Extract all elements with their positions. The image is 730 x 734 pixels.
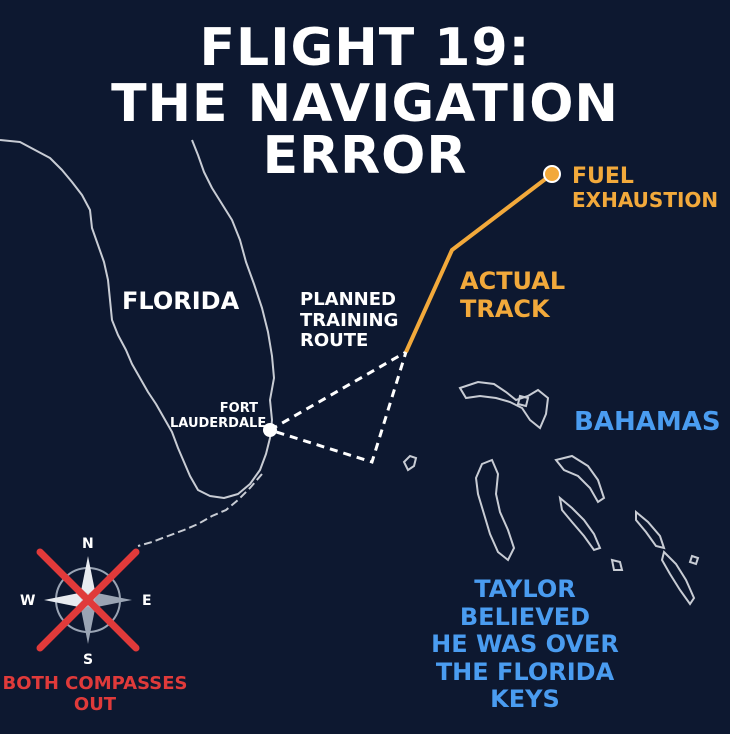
island-cat [635,509,666,550]
taylor-line-1: TAYLOR BELIEVED [459,575,591,631]
island-long [660,550,696,606]
compasses-out-label: BOTH COMPASSES OUT [0,673,190,715]
fort-lauderdale-line-1: FORT [219,401,258,416]
florida-coastline [0,139,275,499]
island-abaco [458,380,550,430]
compass-e: E [142,593,152,609]
island-grand-bahama [402,454,418,472]
actual-track-line [404,172,554,353]
compass-w: W [20,593,36,609]
fuel-line-1: FUEL [572,164,634,189]
compass-s: S [83,652,94,668]
planned-route-label: PLANNED TRAINING ROUTE [300,289,399,352]
planned-route-line [269,348,409,464]
taylor-line-3: THE FLORIDA KEYS [435,657,615,714]
actual-line-2: TRACK [460,294,550,323]
planned-line-2: TRAINING [300,309,399,331]
taylor-belief-label: TAYLOR BELIEVED HE WAS OVER THE FLORIDA … [410,575,640,714]
compass-failure-cross [36,548,140,652]
fort-lauderdale-label: FORT LAUDERDALE [170,401,267,432]
planned-line-1: PLANNED [300,289,396,310]
fort-lauderdale-marker [263,423,277,437]
fuel-exhaustion-marker [543,165,561,183]
island-exuma [558,495,602,552]
title-line-2: THE NAVIGATION ERROR [111,74,619,186]
actual-line-1: ACTUAL [460,267,566,295]
island-andros [474,458,516,562]
compass-n: N [82,536,94,552]
florida-label: FLORIDA [122,287,240,315]
bahamas-label: BAHAMAS [574,407,721,437]
florida-keys [137,473,263,547]
taylor-line-2: HE WAS OVER [431,630,619,659]
island-small-3 [688,554,700,566]
planned-line-3: ROUTE [300,330,369,352]
actual-track-label: ACTUAL TRACK [460,267,566,323]
compasses-out-line-2: OUT [73,693,117,715]
island-small-1 [610,558,624,571]
fuel-line-2: EXHAUSTION [572,188,719,213]
island-eleuthera [554,454,606,504]
title-line-1: FLIGHT 19: [199,18,531,78]
fort-lauderdale-line-2: LAUDERDALE [170,415,267,431]
fuel-exhaustion-label: FUEL EXHAUSTION [572,164,718,212]
compasses-out-line-1: BOTH COMPASSES [2,673,188,694]
island-small-2 [516,394,530,408]
